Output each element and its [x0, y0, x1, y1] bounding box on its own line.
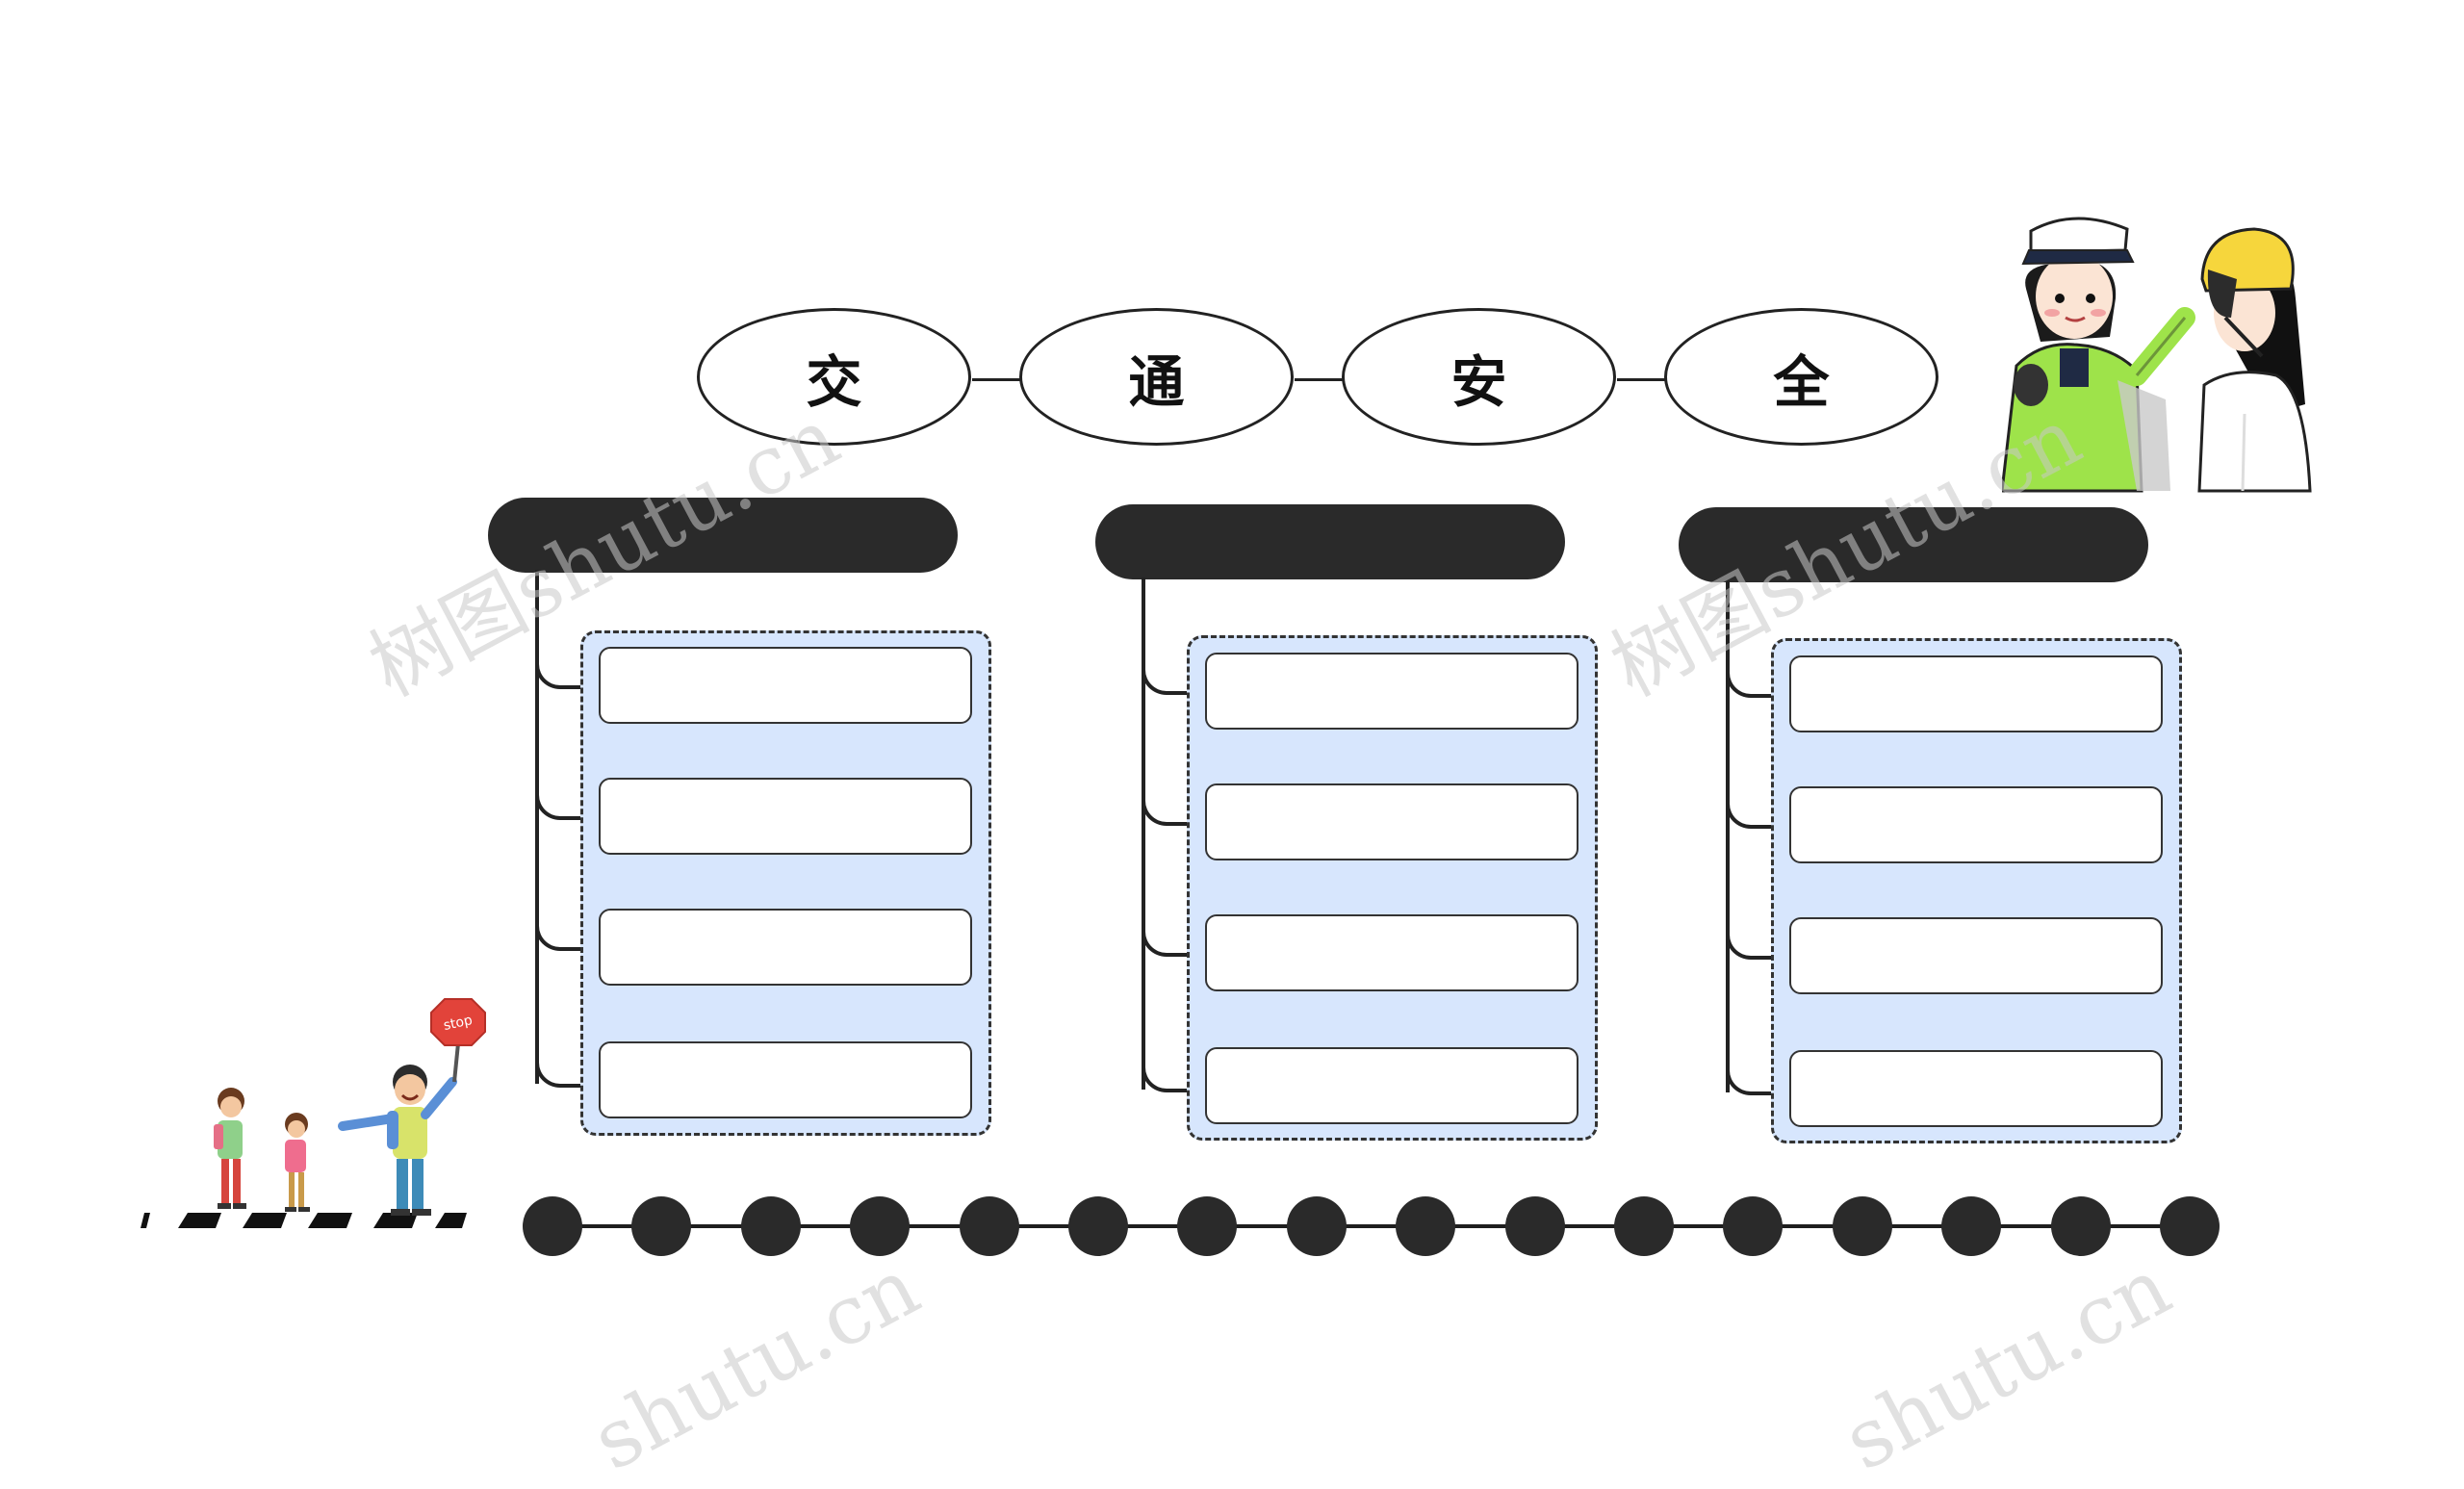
title-connector-3: [1617, 378, 1681, 381]
column-2-trunk: [1142, 578, 1145, 1090]
watermark-3: shutu.cn: [578, 1239, 935, 1489]
column-2-slot-3[interactable]: [1205, 914, 1578, 991]
column-3-trunk: [1726, 580, 1730, 1092]
column-1-slot-4[interactable]: [599, 1041, 972, 1118]
bead-3: [741, 1196, 801, 1256]
column-1-slot-3[interactable]: [599, 909, 972, 986]
column-3-branch-3: [1726, 931, 1784, 960]
column-3-slot-2[interactable]: [1789, 786, 2163, 863]
bead-7: [1177, 1196, 1237, 1256]
column-1-branch-4: [535, 1057, 593, 1088]
bead-5: [960, 1196, 1019, 1256]
bead-16: [2160, 1196, 2220, 1256]
title-char-2: 通: [1128, 348, 1185, 415]
title-ellipse-2: 通: [1019, 308, 1294, 446]
column-2-branch-2: [1142, 797, 1199, 826]
column-1-header-bar: [488, 498, 958, 573]
column-3-branch-4: [1726, 1065, 1784, 1095]
column-3-header-bar: [1679, 507, 2148, 582]
title-char-3: 安: [1450, 348, 1507, 415]
title-connector-2: [1295, 378, 1358, 381]
column-1-branch-1: [535, 660, 593, 689]
child-figure-1: [214, 1088, 246, 1209]
column-1-branch-3: [535, 922, 593, 951]
stop-sign-label: stop: [442, 1013, 474, 1034]
bead-10: [1505, 1196, 1565, 1256]
column-2-branch-3: [1142, 928, 1199, 957]
column-3-slot-1[interactable]: [1789, 655, 2163, 732]
crossing-guard-figure: [338, 998, 486, 1216]
column-1-trunk: [535, 570, 539, 1084]
bead-6: [1068, 1196, 1128, 1256]
bead-13: [1833, 1196, 1892, 1256]
child-with-helmet-figure: [2197, 227, 2312, 493]
column-2-branch-4: [1142, 1062, 1199, 1092]
title-ellipse-1: 交: [697, 308, 971, 446]
column-1-slot-1[interactable]: [599, 647, 972, 724]
bead-11: [1614, 1196, 1674, 1256]
child-figure-2: [285, 1113, 310, 1212]
police-helmet-illustration: [2002, 217, 2312, 493]
bead-8: [1287, 1196, 1347, 1256]
column-3-slot-4[interactable]: [1789, 1050, 2163, 1127]
title-char-4: 全: [1773, 348, 1830, 415]
watermark-4: shutu.cn: [1829, 1239, 2186, 1489]
bead-9: [1396, 1196, 1455, 1256]
column-3-branch-2: [1726, 800, 1784, 829]
column-3-branch-1: [1726, 669, 1784, 698]
crosswalk-illustration: stop: [141, 998, 486, 1228]
police-officer-figure: [2002, 217, 2195, 493]
stop-sign-icon: [430, 998, 486, 1046]
title-ellipse-4: 全: [1664, 308, 1938, 446]
bead-12: [1723, 1196, 1783, 1256]
column-2-header-bar: [1095, 504, 1565, 579]
column-3-slot-3[interactable]: [1789, 917, 2163, 994]
title-char-1: 交: [806, 348, 862, 415]
column-1-slot-2[interactable]: [599, 778, 972, 855]
column-2-slot-1[interactable]: [1205, 653, 1578, 730]
bead-4: [850, 1196, 910, 1256]
column-2-slot-2[interactable]: [1205, 783, 1578, 860]
bead-1: [523, 1196, 582, 1256]
bead-14: [1941, 1196, 2001, 1256]
column-1-branch-2: [535, 791, 593, 820]
bead-chain-line: [552, 1224, 2194, 1228]
bead-2: [631, 1196, 691, 1256]
column-2-slot-4[interactable]: [1205, 1047, 1578, 1124]
zebra-crossing: [141, 1213, 467, 1228]
title-connector-1: [972, 378, 1036, 381]
column-2-branch-1: [1142, 666, 1199, 695]
title-ellipse-3: 安: [1342, 308, 1616, 446]
bead-15: [2051, 1196, 2111, 1256]
